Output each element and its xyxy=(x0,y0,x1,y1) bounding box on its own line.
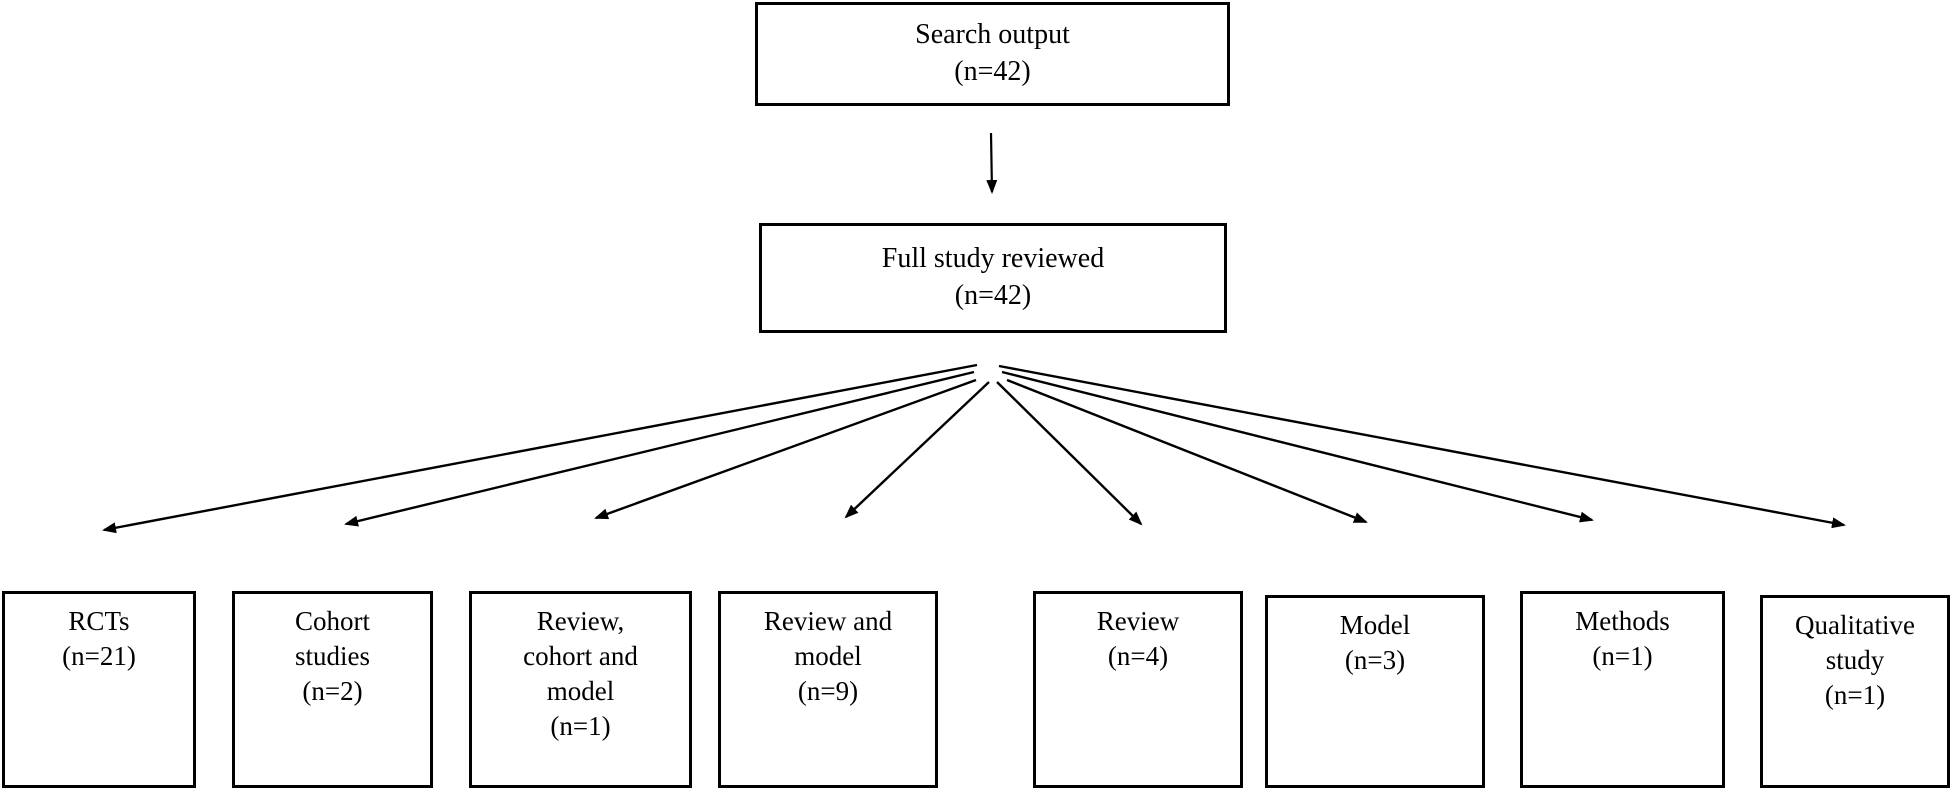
box-rcts-count: (n=21) xyxy=(62,641,136,672)
box-qualitative-study-label: Qualitative study xyxy=(1795,610,1915,676)
box-cohort-studies: Cohort studies (n=2) xyxy=(232,591,433,788)
box-qualitative-study: Qualitative study (n=1) xyxy=(1760,595,1950,788)
box-review: Review (n=4) xyxy=(1033,591,1243,788)
box-full-study-reviewed-count: (n=42) xyxy=(954,280,1032,311)
box-search-output: Search output (n=42) xyxy=(755,2,1230,106)
box-review-and-model-count: (n=9) xyxy=(797,676,859,707)
box-search-output-count: (n=42) xyxy=(954,56,1031,87)
box-search-output-label: Search output xyxy=(915,19,1070,51)
box-review-and-model-label: Review and model xyxy=(763,606,893,672)
arrow-to-cohort xyxy=(344,370,975,527)
box-review-cohort-model-label: Review, cohort and model xyxy=(523,606,638,707)
box-review-label: Review xyxy=(1096,606,1180,636)
arrow-to-qualitative xyxy=(998,364,1846,529)
arrow-to-rev-coh-mod xyxy=(594,378,977,520)
box-full-study-reviewed-label: Full study reviewed xyxy=(881,243,1105,275)
box-cohort-studies-label: Cohort studies xyxy=(294,606,370,672)
box-review-count: (n=4) xyxy=(1107,641,1169,672)
box-rcts: RCTs (n=21) xyxy=(2,591,196,788)
box-model-count: (n=3) xyxy=(1344,645,1406,676)
arrow-to-review xyxy=(996,381,1143,526)
box-methods-label: Methods xyxy=(1575,606,1670,636)
box-review-and-model: Review and model (n=9) xyxy=(718,591,938,788)
arrow-to-rcts xyxy=(102,363,978,534)
box-model: Model (n=3) xyxy=(1265,595,1485,788)
box-methods: Methods (n=1) xyxy=(1520,591,1725,788)
arrow-to-methods xyxy=(1001,370,1594,523)
box-review-cohort-model: Review, cohort and model (n=1) xyxy=(469,591,692,788)
arrow-to-rev-model xyxy=(844,381,990,519)
box-methods-count: (n=1) xyxy=(1592,641,1653,672)
box-cohort-studies-count: (n=2) xyxy=(302,676,363,707)
box-rcts-label: RCTs xyxy=(68,606,130,636)
box-full-study-reviewed: Full study reviewed (n=42) xyxy=(759,223,1227,333)
arrow-to-model xyxy=(1006,378,1368,524)
box-review-cohort-model-count: (n=1) xyxy=(550,711,611,742)
box-model-label: Model xyxy=(1339,610,1411,640)
arrow-search-to-review xyxy=(986,132,998,194)
box-qualitative-study-count: (n=1) xyxy=(1824,680,1886,711)
